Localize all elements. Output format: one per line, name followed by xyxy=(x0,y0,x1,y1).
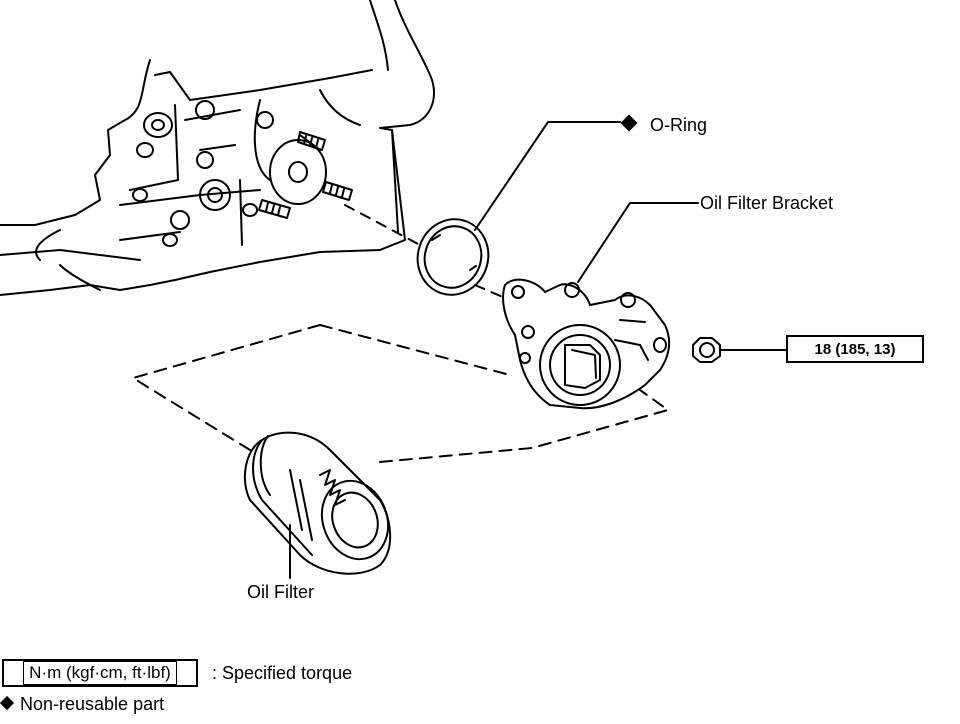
stud-right xyxy=(322,181,353,201)
stud-lower xyxy=(258,199,291,219)
alignment-line-ring xyxy=(474,284,506,299)
nut xyxy=(692,337,721,363)
o-ring xyxy=(416,218,490,296)
oil-filter-bracket-label: Oil Filter Bracket xyxy=(700,193,834,213)
stud-upper xyxy=(297,131,326,151)
torque-spec-box: 18 (185, 13) xyxy=(786,335,924,363)
o-ring-leader xyxy=(474,121,621,231)
legend-non-reusable: Non-reusable part xyxy=(20,694,165,714)
oil-filter xyxy=(243,431,392,575)
mount-plane-dashed-2 xyxy=(319,324,511,376)
engine-block xyxy=(0,0,435,296)
mount-plane-dashed-3 xyxy=(379,389,669,463)
oil-filter-label: Oil Filter xyxy=(247,582,314,602)
o-ring-label: O-Ring xyxy=(650,115,708,135)
mount-plane-dashed xyxy=(132,324,321,451)
legend-units-box: N·m (kgf·cm, ft·lbf) xyxy=(2,659,198,687)
oil-filter-bracket xyxy=(502,278,671,410)
legend-specified-torque: : Specified torque xyxy=(212,663,353,683)
bracket-leader xyxy=(577,202,699,283)
alignment-line-upper xyxy=(344,204,421,246)
legend-units-text: N·m (kgf·cm, ft·lbf) xyxy=(23,661,177,685)
